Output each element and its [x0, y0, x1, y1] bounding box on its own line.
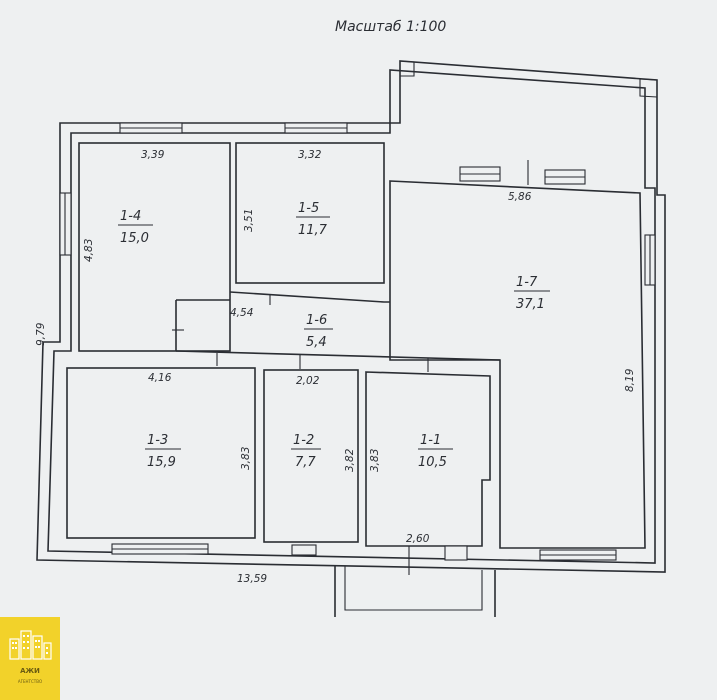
- dim-side-1-3: 3,83: [240, 447, 252, 470]
- dim-right-total: 8,19: [624, 368, 636, 392]
- room-1-3-area: 15,9: [147, 455, 176, 470]
- buildings-icon: [9, 630, 52, 660]
- terrace-outline: [399, 60, 658, 98]
- room-labels: 1-4 15,0 1-5 11,7 1-7 37,1 1-6 5,4 1-3 1…: [118, 201, 550, 470]
- dimension-labels: 3,39 3,32 5,86 4,83 3,51 4,54 9,79 8,19 …: [35, 149, 636, 585]
- dim-corridor: 4,54: [230, 307, 253, 319]
- room-1-7-area: 37,1: [516, 297, 545, 312]
- room-1-4-area: 15,0: [120, 231, 149, 246]
- dim-top-1-3: 4,16: [148, 372, 172, 384]
- dim-entrance: 2,60: [406, 533, 430, 545]
- agency-logo: АЖИ АГЕНТСТВО: [0, 617, 60, 700]
- room-1-6-id: 1-6: [306, 313, 327, 328]
- porch: [334, 545, 496, 617]
- scale-title: Масштаб 1:100: [335, 19, 446, 35]
- windows: [59, 122, 656, 561]
- dim-side-1-5: 3,51: [243, 209, 255, 232]
- room-1-3-id: 1-3: [147, 433, 168, 448]
- dim-bottom-total: 13,59: [237, 573, 267, 585]
- dim-room-1-7-top: 5,86: [508, 191, 532, 203]
- logo-subtext: АГЕНТСТВО: [17, 679, 43, 684]
- room-1-1-area: 10,5: [418, 455, 447, 470]
- room-1-5-area: 11,7: [298, 223, 328, 238]
- room-1-5-id: 1-5: [298, 201, 319, 216]
- room-1-1-id: 1-1: [420, 433, 441, 448]
- room-1-2-id: 1-2: [293, 433, 314, 448]
- floor-plan: Масштаб 1:100: [35, 19, 666, 617]
- room-1-2-area: 7,7: [295, 455, 316, 470]
- room-1-4-id: 1-4: [120, 209, 141, 224]
- dim-top-1-5: 3,32: [298, 149, 322, 161]
- dim-top-1-4: 3,39: [141, 149, 165, 161]
- room-1-6-area: 5,4: [306, 335, 327, 350]
- dim-left-total: 9,79: [35, 322, 47, 346]
- dim-side-1-4: 4,83: [83, 239, 95, 262]
- logo-text: АЖИ: [20, 667, 40, 675]
- dim-side-1-2: 3,82: [344, 448, 356, 472]
- interior-walls: [66, 142, 646, 575]
- outer-walls: [36, 60, 666, 573]
- dim-top-1-2: 2,02: [296, 375, 320, 387]
- room-1-7-id: 1-7: [516, 275, 538, 290]
- dim-side-1-1: 3,83: [369, 449, 381, 472]
